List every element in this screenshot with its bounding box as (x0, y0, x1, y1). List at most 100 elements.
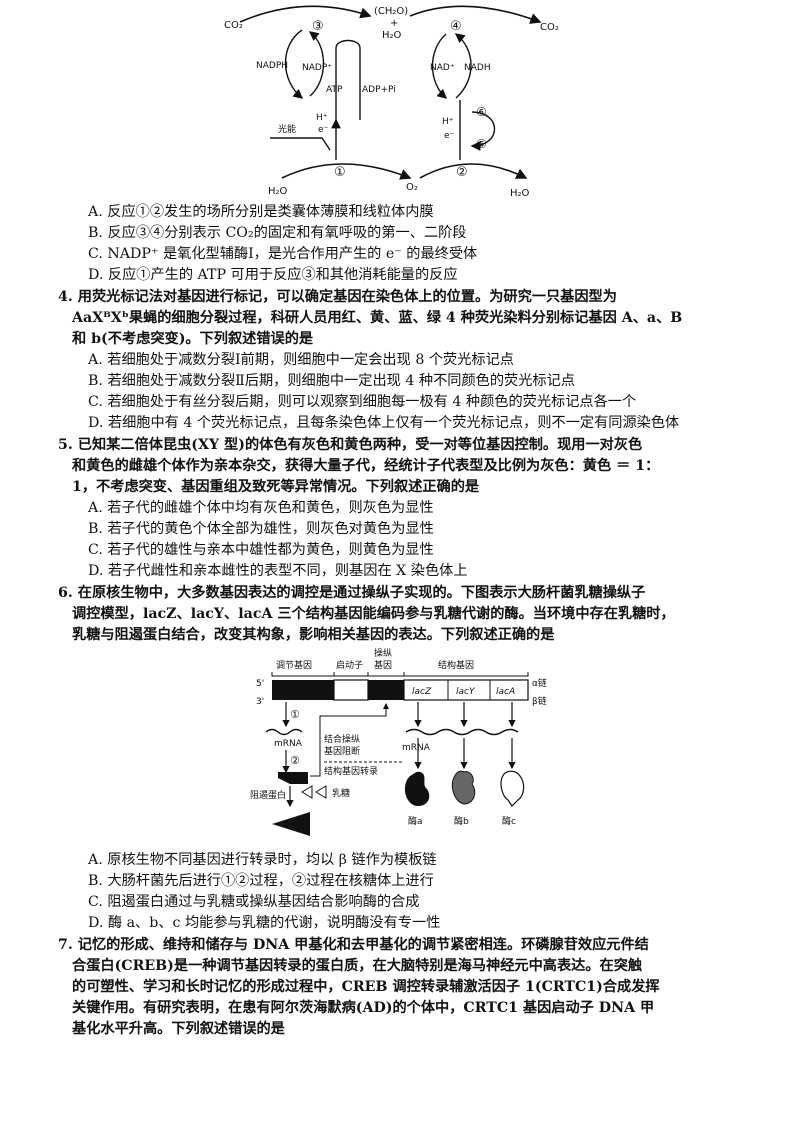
adp-pi-label: ADP+Pi (362, 85, 396, 95)
co2-right-label: CO₂ (540, 22, 559, 33)
oxygen-reduction-arc (419, 163, 528, 179)
nadph-label: NADPH (256, 61, 288, 71)
reaction-5-label: ⑤ (476, 137, 487, 151)
enzyme-a-label: 酶a (408, 815, 423, 827)
structural-genes-block (403, 679, 529, 701)
q4-option-b: B. 若细胞处于减数分裂Ⅱ后期，则细胞中一定出现 4 种不同颜色的荧光标记点 (88, 373, 575, 389)
laca-label: lacA (496, 687, 515, 697)
lactose-triangle-1 (301, 785, 313, 799)
light-label: 光能 (278, 123, 296, 135)
inactive-repressor-shape (272, 812, 310, 836)
atp-label: ATP (326, 85, 343, 95)
h-plus-left-label: H⁺ (316, 113, 328, 123)
q3-option-b: B. 反应③④分别表示 CO₂的固定和有氧呼吸的第一、二阶段 (88, 225, 467, 241)
nadp-loop (308, 31, 325, 97)
q4-stem-line-2: AaXᴮXᵇ果蝇的细胞分裂过程，科研人员用红、黄、蓝、绿 4 种荧光染料分别标记… (72, 310, 683, 326)
bind-label-line-2: 基因阻断 (324, 745, 360, 757)
q6-stem-line-3: 乳糖与阻遏蛋白结合，改变其构象，影响相关基因的表达。下列叙述正确的是 (72, 627, 555, 643)
operator-block (368, 680, 404, 700)
right-mrna-label: mRNA (402, 743, 431, 753)
q7-stem-line-5: 基化水平升高。下列叙述错误的是 (72, 1021, 285, 1037)
q5-option-a: A. 若子代的雌雄个体中均有灰色和黄色，则灰色为显性 (88, 500, 434, 516)
nad-loop (431, 33, 448, 99)
alpha-chain-label: α链 (532, 677, 547, 689)
q4-option-a: A. 若细胞处于减数分裂Ⅰ前期，则细胞中一定会出现 8 个荧光标记点 (88, 352, 514, 368)
h-plus-right-label: H⁺ (442, 117, 454, 127)
repressor-to-operator-line (310, 703, 389, 777)
reaction-1-label: ① (334, 165, 346, 180)
q5-stem-line-2: 和黄色的雌雄个体作为亲本杂交，获得大量子代，经统计子代表型及比例为灰色：黄色 ＝… (72, 458, 660, 474)
bind-label-line-3: 结构基因转录 (324, 765, 378, 777)
q6-option-c: C. 阻遏蛋白通过与乳糖或操纵基因结合影响酶的合成 (88, 894, 420, 910)
reaction-2-label: ② (456, 165, 468, 180)
q6-option-b: B. 大肠杆菌先后进行①②过程，②过程在核糖体上进行 (88, 873, 434, 889)
enzyme-b-shape (451, 770, 476, 805)
water-splitting-arc (281, 163, 412, 180)
promoter-label: 启动子 (336, 659, 363, 671)
lacy-label: lacY (456, 687, 476, 697)
q4-stem-line-1: 4. 用荧光标记法对基因进行标记，可以确定基因在染色体上的位置。为研究一只基因型… (58, 289, 617, 305)
calvin-arc (239, 5, 372, 23)
regulator-gene-label: 调节基因 (276, 659, 312, 671)
enzyme-c-shape (500, 770, 525, 807)
nadp-plus-label: NADP⁺ (302, 63, 332, 73)
enzyme-a-shape (404, 771, 430, 806)
nadh-loop (454, 33, 472, 99)
enzyme-b-label: 酶b (454, 815, 469, 827)
operator-label-line-1: 操纵 (374, 647, 392, 659)
lactose-triangle-2 (315, 785, 327, 799)
left-mrna-wave (265, 728, 303, 736)
q4-stem-line-3: 和 b(不考虑突变)。下列叙述错误的是 (72, 331, 314, 347)
lac-operon-diagram: 操纵 基因 调节基因 启动子 结构基因 5' 3' α链 β链 lacZ lac… (250, 647, 547, 836)
q3-option-a: A. 反应①②发生的场所分别是类囊体薄膜和线粒体内膜 (88, 204, 434, 220)
lacz-label: lacZ (412, 687, 432, 697)
q5-option-b: B. 若子代的黄色个体全部为雄性，则灰色对黄色为显性 (88, 521, 434, 537)
process-2-label: ② (290, 754, 300, 767)
light-arrow (270, 137, 331, 151)
q6-option-d: D. 酶 a、b、c 均能参与乳糖的代谢，说明酶没有专一性 (88, 915, 441, 931)
q4-option-c: C. 若细胞处于有丝分裂后期，则可以观察到细胞每一极有 4 种颜色的荧光标记点各… (88, 394, 637, 410)
header-bracket (271, 672, 529, 677)
plus-label: + (390, 18, 398, 29)
bind-label-line-1: 结合操纵 (324, 733, 360, 745)
q5-stem-line-1: 5. 已知某二倍体昆虫(XY 型)的体色有灰色和黄色两种，受一对等位基因控制。现… (58, 437, 643, 453)
beta-chain-label: β链 (532, 695, 547, 707)
q4-option-d: D. 若细胞中有 4 个荧光标记点，且每条染色体上仅有一个荧光标记点，则不一定有… (88, 415, 680, 431)
q6-option-a: A. 原核生物不同基因进行转录时，均以 β 链作为模板链 (88, 852, 437, 868)
q5-stem-line-3: 1，不考虑突变、基因重组及致死等异常情况。下列叙述正确的是 (72, 479, 480, 495)
lactose-label: 乳糖 (332, 787, 350, 799)
h2o-top-label: H₂O (382, 30, 402, 41)
q5-option-d: D. 若子代雌性和亲本雌性的表型不同，则基因在 X 染色体上 (88, 563, 468, 579)
atp-loop (331, 39, 361, 129)
co2-left-label: CO₂ (224, 20, 243, 31)
q3-option-d: D. 反应①产生的 ATP 可用于反应③和其他消耗能量的反应 (88, 267, 458, 283)
right-mrna-wave (405, 728, 519, 736)
nad-plus-label: NAD⁺ (430, 63, 455, 73)
operator-label-line-2: 基因 (374, 659, 392, 671)
q7-stem-line-3: 的可塑性、学习和长时记忆的形成过程中，CREB 调控转录辅激活因子 1(CRTC… (72, 979, 660, 995)
h2o-bottom-left-label: H₂O (268, 186, 288, 197)
q7-stem-line-1: 7. 记忆的形成、维持和储存与 DNA 甲基化和去甲基化的调节紧密相连。环磷腺苷… (58, 937, 649, 953)
q7-stem-line-4: 关键作用。有研究表明，在患有阿尔茨海默病(AD)的个体中，CRTC1 基因启动子… (72, 1000, 655, 1016)
three-prime-label: 3' (256, 697, 264, 707)
regulator-gene-block (272, 680, 334, 700)
promoter-block (333, 679, 369, 701)
q7-stem-line-2: 合蛋白(CREB)是一种调节基因转录的蛋白质，在大脑特别是海马神经元中高表达。在… (72, 958, 643, 974)
q6-stem-line-1: 6. 在原核生物中，大多数基因表达的调控是通过操纵子实现的。下图表示大肠杆菌乳糖… (58, 585, 646, 601)
process-1-label: ① (290, 708, 300, 721)
respiration-arc (409, 5, 542, 24)
q5-option-c: C. 若子代的雄性与亲本中雄性都为黄色，则黄色为显性 (88, 542, 434, 558)
q3-option-c: C. NADP⁺ 是氧化型辅酶Ⅰ，是光合作用产生的 e⁻ 的最终受体 (88, 246, 478, 262)
photosynthesis-respiration-diagram: CO₂ CO₂ (CH₂O) + H₂O ③ ④ NADPH NADP⁺ ATP… (224, 5, 559, 199)
o2-label: O₂ (406, 182, 418, 193)
reaction-4-label: ④ (450, 19, 462, 34)
e-left-label: e⁻ (318, 125, 329, 135)
nadph-loop (284, 29, 304, 99)
left-mrna-label: mRNA (274, 739, 303, 749)
q6-stem-line-2: 调控模型，lacZ、lacY、lacA 三个结构基因能编码参与乳糖代谢的酶。当环… (72, 606, 675, 622)
ch2o-label: (CH₂O) (374, 6, 408, 17)
enzyme-c-label: 酶c (502, 815, 516, 827)
repressor-label: 阻遏蛋白 (250, 789, 286, 801)
five-prime-label: 5' (256, 679, 264, 689)
